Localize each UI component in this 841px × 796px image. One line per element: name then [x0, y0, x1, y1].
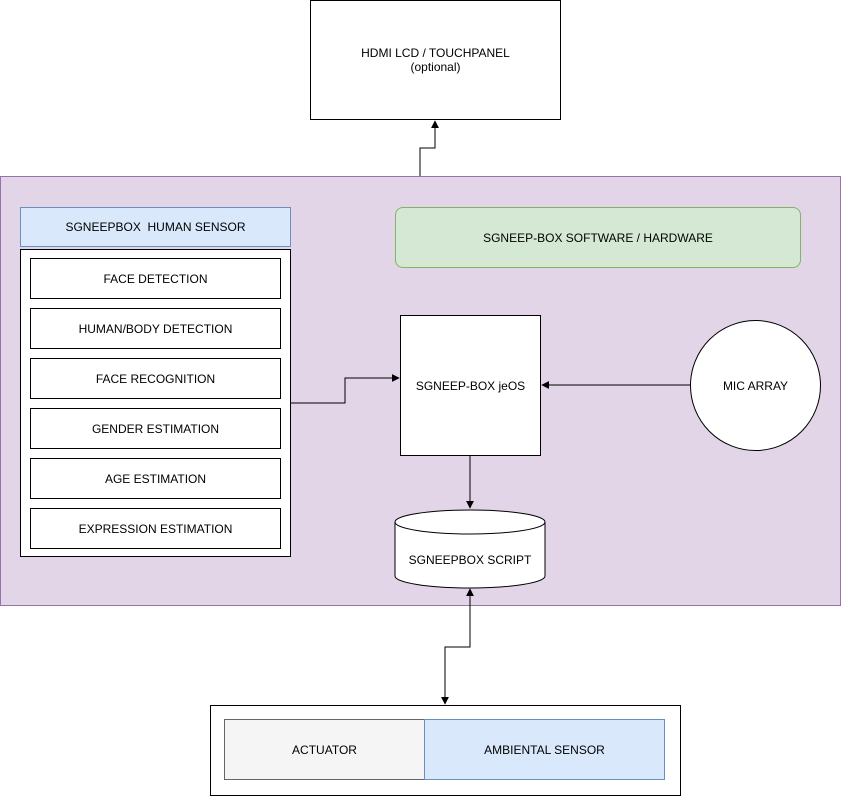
gender-estimation-box: GENDER ESTIMATION: [30, 408, 281, 449]
script-label: SGNEEPBOX SCRIPT: [408, 553, 532, 567]
face-detection-box: FACE DETECTION: [30, 258, 281, 299]
human-body-detection-box: HUMAN/BODY DETECTION: [30, 308, 281, 349]
script-cylinder-rim: [394, 521, 546, 535]
ambient-sensor-box: AMBIENTAL SENSOR: [424, 719, 665, 780]
region-to-display-arrow: [419, 120, 439, 176]
software-hardware-label: SGNEEP-BOX SOFTWARE / HARDWARE: [483, 230, 713, 245]
script-to-io-arrow: [441, 588, 474, 705]
face-detection-label: FACE DETECTION: [103, 271, 208, 286]
human-sensor-header-label: SGNEEPBOX HUMAN SENSOR: [65, 220, 246, 234]
age-estimation-box: AGE ESTIMATION: [30, 458, 281, 499]
script-cylinder-body: [394, 509, 546, 589]
gender-estimation-label: GENDER ESTIMATION: [91, 421, 220, 436]
age-estimation-label: AGE ESTIMATION: [104, 471, 207, 486]
expression-estimation-box: EXPRESSION ESTIMATION: [30, 508, 281, 549]
human-sensor-list: [20, 249, 291, 557]
jeos-label: SGNEEP-BOX jeOS: [415, 378, 526, 393]
sensor-to-jeos-arrow: [291, 374, 400, 404]
script-label-box: SGNEEPBOX SCRIPT: [395, 536, 545, 584]
actuator-box: ACTUATOR: [224, 719, 425, 780]
face-recognition-label: FACE RECOGNITION: [95, 371, 216, 386]
expression-estimation-label: EXPRESSION ESTIMATION: [78, 521, 233, 536]
ambient-sensor-label: AMBIENTAL SENSOR: [484, 742, 605, 757]
human-body-detection-label: HUMAN/BODY DETECTION: [78, 321, 233, 336]
mic-array-label: MIC ARRAY: [722, 378, 789, 393]
display-title: HDMI LCD / TOUCHPANEL: [361, 46, 510, 60]
display-subtitle: (optional): [410, 60, 461, 74]
script-cylinder: [394, 509, 546, 589]
face-recognition-box: FACE RECOGNITION: [30, 358, 281, 399]
software-hardware-box: SGNEEP-BOX SOFTWARE / HARDWARE: [395, 207, 801, 268]
mic-array-circle: MIC ARRAY: [690, 320, 821, 451]
actuator-label: ACTUATOR: [292, 742, 357, 757]
jeos-box: SGNEEP-BOX jeOS: [400, 315, 541, 456]
human-sensor-header: SGNEEPBOX HUMAN SENSOR: [20, 207, 291, 247]
display-box: HDMI LCD / TOUCHPANEL (optional): [310, 0, 561, 120]
